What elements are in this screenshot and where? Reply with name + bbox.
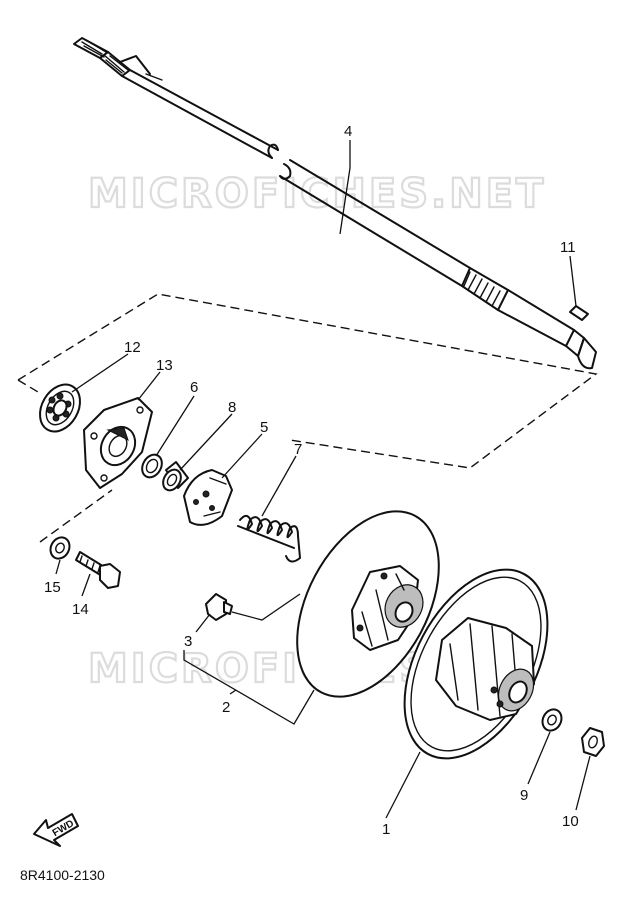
callout-labels: 4 11 12 13 6 8 5 7 3 2 15 14 1 9 10 xyxy=(44,123,579,838)
assembly-outline-dashed xyxy=(17,293,598,543)
callout-4: 4 xyxy=(344,123,352,140)
callout-2: 2 xyxy=(222,699,230,716)
callout-1: 1 xyxy=(382,821,390,838)
part-11-key xyxy=(569,305,589,321)
leader-lines xyxy=(55,140,591,819)
callout-11: 11 xyxy=(560,239,576,256)
part-12-bearing xyxy=(39,383,81,433)
part-7-spring xyxy=(237,514,301,563)
part-5-spring-seat xyxy=(183,469,233,526)
part-4-shaft xyxy=(73,37,597,370)
part-14-bolt xyxy=(75,551,121,589)
part-10-nut xyxy=(581,727,605,757)
part-9-washer xyxy=(541,708,563,732)
diagram-reference: 8R4100-2130 xyxy=(20,867,105,883)
callout-15: 15 xyxy=(44,579,61,596)
callout-9: 9 xyxy=(520,787,528,804)
part-1-sheave xyxy=(403,568,549,760)
fwd-arrow-icon: FWD xyxy=(33,813,79,847)
callout-12: 12 xyxy=(124,339,141,356)
part-3-weight xyxy=(205,593,233,621)
callout-13: 13 xyxy=(156,357,173,374)
callout-7: 7 xyxy=(294,441,302,458)
callout-10: 10 xyxy=(562,813,579,830)
part-8-bushing xyxy=(162,461,189,492)
part-15-washer xyxy=(49,536,71,560)
watermark-top: MICROFICHES.NET xyxy=(88,171,546,217)
callout-5: 5 xyxy=(260,419,268,436)
callout-8: 8 xyxy=(228,399,236,416)
part-2-sheave xyxy=(296,510,440,698)
part-6-washer xyxy=(141,453,163,479)
part-13-plate xyxy=(83,397,153,489)
callout-14: 14 xyxy=(72,601,89,618)
callout-6: 6 xyxy=(190,379,198,396)
callout-3: 3 xyxy=(184,633,192,650)
svg-text:FWD: FWD xyxy=(51,818,76,839)
